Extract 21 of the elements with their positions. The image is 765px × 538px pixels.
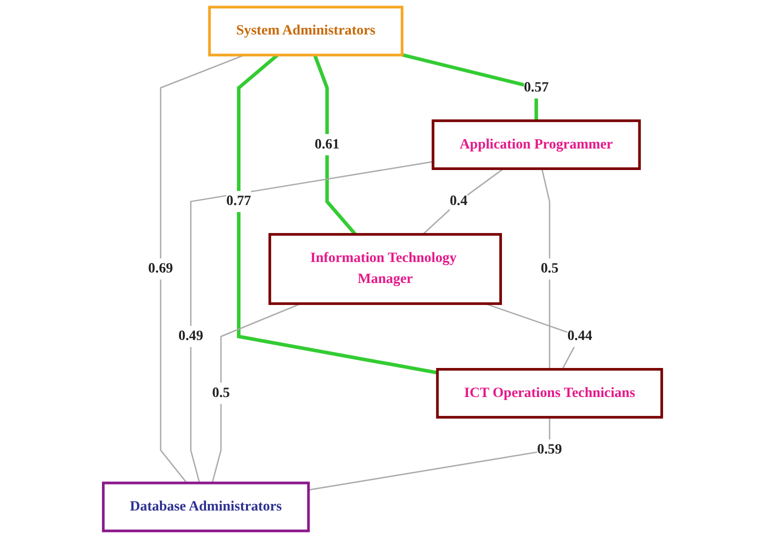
node-box: System Administrators <box>208 6 404 56</box>
edge-label: 0.59 <box>537 442 562 458</box>
node-box: ICT Operations Technicians <box>436 368 664 419</box>
connector <box>190 161 434 484</box>
edge-label: 0.4 <box>450 194 468 209</box>
node-box: Information Technology Manager <box>268 233 502 305</box>
edge-label: 0.69 <box>148 261 174 276</box>
connector <box>313 54 357 236</box>
edge-label: 0.57 <box>524 80 549 95</box>
node-box: Database Administrators <box>102 482 310 532</box>
edge-label: 0.61 <box>314 136 340 152</box>
edge-label: 0.49 <box>178 328 204 344</box>
edge-label: 0.77 <box>226 194 252 209</box>
edge-label: 0.5 <box>540 261 558 276</box>
node-box: Application Programmer <box>432 119 641 170</box>
connector <box>422 168 504 235</box>
connector <box>308 417 550 491</box>
edge-label: 0.44 <box>567 328 592 344</box>
connector <box>236 54 438 375</box>
edge-label: 0.5 <box>212 385 230 400</box>
connector <box>541 168 550 370</box>
